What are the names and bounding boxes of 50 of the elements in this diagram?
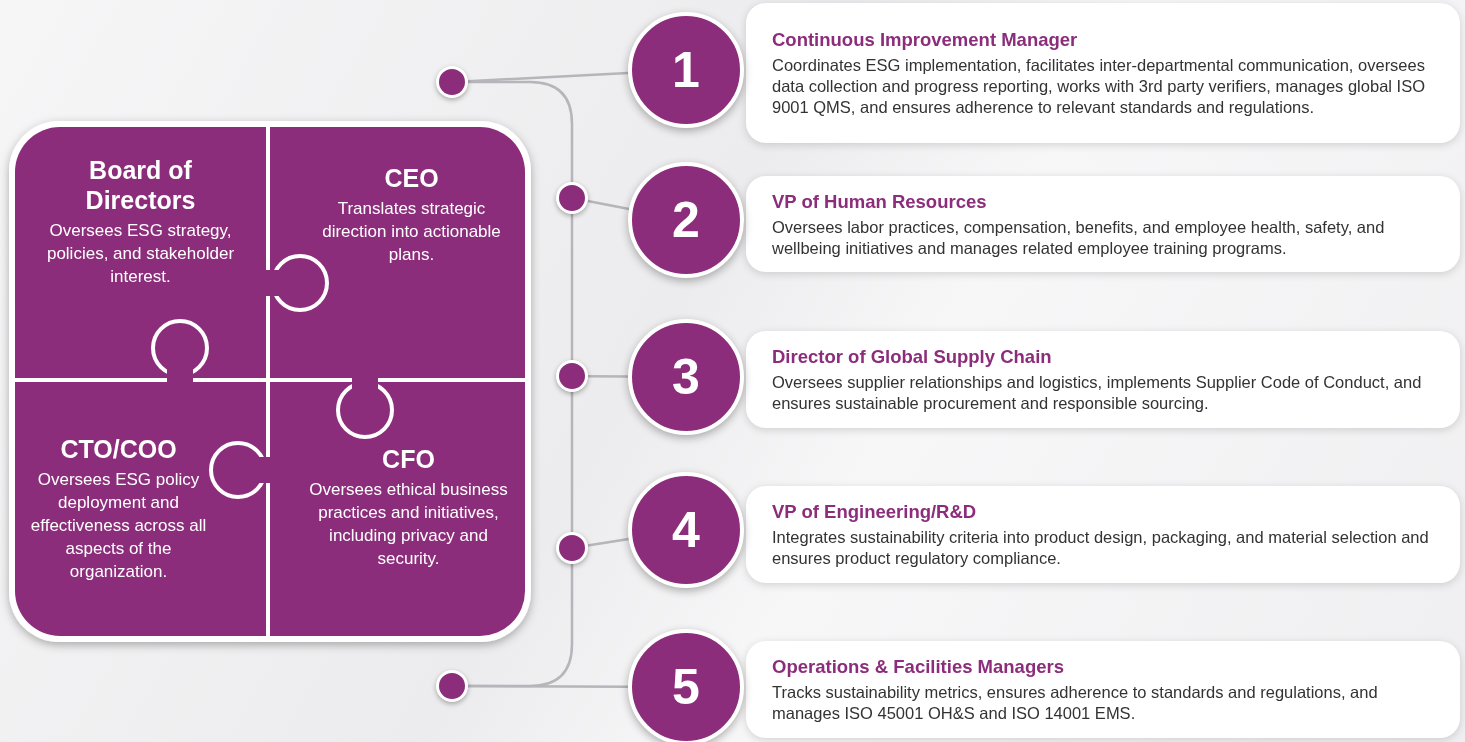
role-title: VP of Engineering/R&D	[772, 500, 978, 524]
role-description: Tracks sustainability metrics, ensures adherence to standards and regulations, and manages ISO 45001 OH&S and ISO 14001 EMS.	[772, 682, 1379, 724]
role-title: VP of Human Resources	[772, 189, 988, 214]
role-heading: CEO	[383, 163, 440, 193]
step-number: 1	[672, 41, 700, 99]
role-card	[746, 331, 1460, 428]
connector-line	[570, 214, 574, 360]
role-card	[746, 641, 1460, 738]
connector-line	[588, 374, 628, 378]
role-heading: CTO/COO	[59, 434, 178, 464]
connector-line	[468, 80, 574, 182]
puzzle-piece	[270, 127, 525, 378]
connector-line	[587, 537, 629, 547]
role-heading: CFO	[381, 444, 436, 474]
role-description: Oversees supplier relationships and logistics, implements Supplier Code of Conduct, and ensures sustainable procurement and responsible sourcing.	[772, 372, 1423, 414]
step-number: 3	[672, 348, 700, 406]
puzzle-piece	[15, 127, 266, 378]
number-circle	[628, 472, 744, 588]
role-card	[746, 486, 1460, 583]
role-card	[746, 3, 1460, 143]
role-description: Integrates sustainability criteria into product design, packaging, and material selection and ensures product regulatory compliance.	[772, 527, 1430, 569]
role-description: Oversees ethical business practices and initiatives, including privacy and security.	[308, 479, 509, 570]
connector-dot	[556, 532, 588, 564]
role-title: Operations & Facilities Managers	[772, 655, 1065, 679]
role-description: Oversees labor practices, compensation, benefits, and employee health, safety, and wellbeing initiatives and manages related employee training programs.	[772, 216, 1386, 259]
role-description: Translates strategic direction into actionable plans.	[321, 198, 502, 266]
role-description: Oversees ESG strategy, policies, and stakeholder interest.	[45, 220, 236, 288]
role-description: Oversees ESG policy deployment and effectiveness across all aspects of the organization.	[29, 469, 208, 583]
number-circle	[628, 12, 744, 128]
number-circle	[628, 319, 744, 435]
connector-dot	[556, 182, 588, 214]
connector-dot	[436, 670, 468, 702]
connector-line	[570, 392, 574, 532]
role-description: Coordinates ESG implementation, facilitates inter-departmental communication, oversees data collection and progress reporting, works with 3rd party verifiers, manages global ISO 9001 QMS, and ensures adherence to relevant standards and regulations.	[772, 55, 1426, 118]
role-title: Continuous Improvement Manager	[772, 28, 1079, 52]
role-card	[746, 176, 1460, 272]
puzzle-piece	[15, 382, 266, 636]
number-circle	[628, 629, 744, 742]
connector-line	[468, 684, 628, 688]
role-title: Director of Global Supply Chain	[772, 345, 1053, 369]
connector-line	[587, 199, 630, 211]
connector-dot	[436, 66, 468, 98]
step-number: 2	[672, 191, 700, 249]
step-number: 4	[672, 501, 700, 559]
number-circle	[628, 162, 744, 278]
step-number: 5	[672, 658, 700, 716]
connector-line	[467, 71, 629, 83]
puzzle-piece	[270, 382, 525, 636]
connector-dot	[556, 360, 588, 392]
role-heading: Board of Directors	[84, 155, 197, 215]
